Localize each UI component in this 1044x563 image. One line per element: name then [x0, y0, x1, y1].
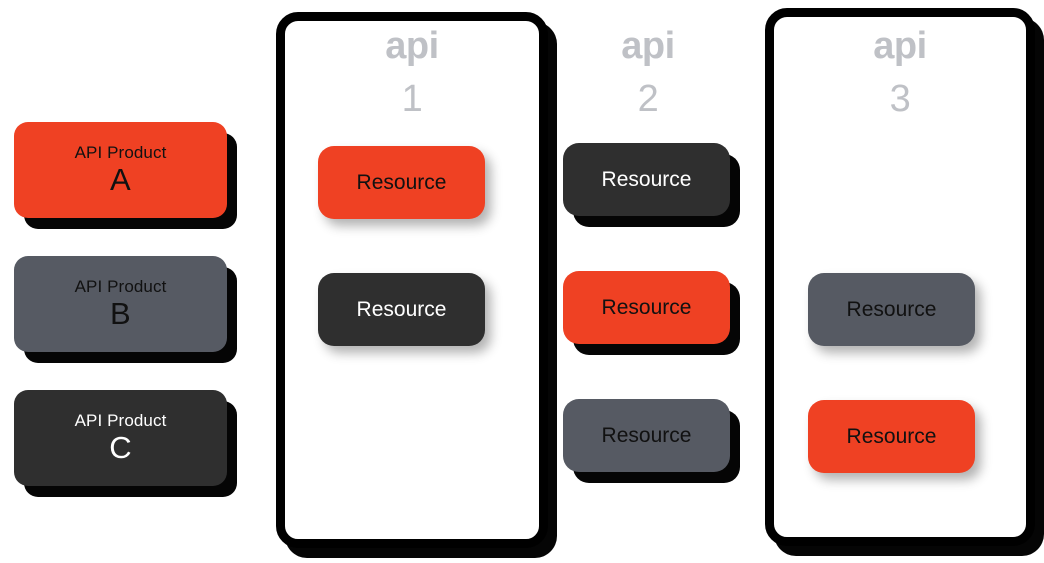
api-2-title: api 2	[553, 27, 743, 118]
resource-label: Resource	[601, 423, 692, 447]
api-1-resource-1[interactable]: Resource	[318, 146, 485, 219]
api-1-title: api 1	[276, 27, 548, 118]
api-1-resource-2[interactable]: Resource	[318, 273, 485, 346]
resource-label: Resource	[601, 295, 692, 319]
api-3-number: 3	[889, 78, 911, 120]
api-product-card-b[interactable]: API Product B	[14, 256, 227, 352]
api-product-caption: API Product	[74, 142, 167, 162]
api-1-number: 1	[401, 78, 423, 120]
api-product-caption: API Product	[74, 410, 167, 430]
api-1-name: api	[385, 25, 439, 67]
api-3-resource-2[interactable]: Resource	[808, 400, 975, 473]
api-2-name: api	[621, 25, 675, 67]
api-product-letter: A	[110, 161, 131, 197]
api-3-resource-1[interactable]: Resource	[808, 273, 975, 346]
api-product-card-a[interactable]: API Product A	[14, 122, 227, 218]
resource-label: Resource	[356, 170, 447, 194]
api-2-resource-3[interactable]: Resource	[563, 399, 730, 472]
resource-label: Resource	[356, 297, 447, 321]
api-3-title: api 3	[765, 27, 1035, 118]
api-product-letter: C	[109, 429, 132, 465]
api-product-caption: API Product	[74, 276, 167, 296]
api-2-resource-2[interactable]: Resource	[563, 271, 730, 344]
api-2-number: 2	[637, 78, 659, 120]
api-2-resource-1[interactable]: Resource	[563, 143, 730, 216]
api-3-name: api	[873, 25, 927, 67]
resource-label: Resource	[846, 297, 937, 321]
resource-label: Resource	[601, 167, 692, 191]
api-product-card-c[interactable]: API Product C	[14, 390, 227, 486]
api-product-letter: B	[110, 295, 131, 331]
resource-label: Resource	[846, 424, 937, 448]
